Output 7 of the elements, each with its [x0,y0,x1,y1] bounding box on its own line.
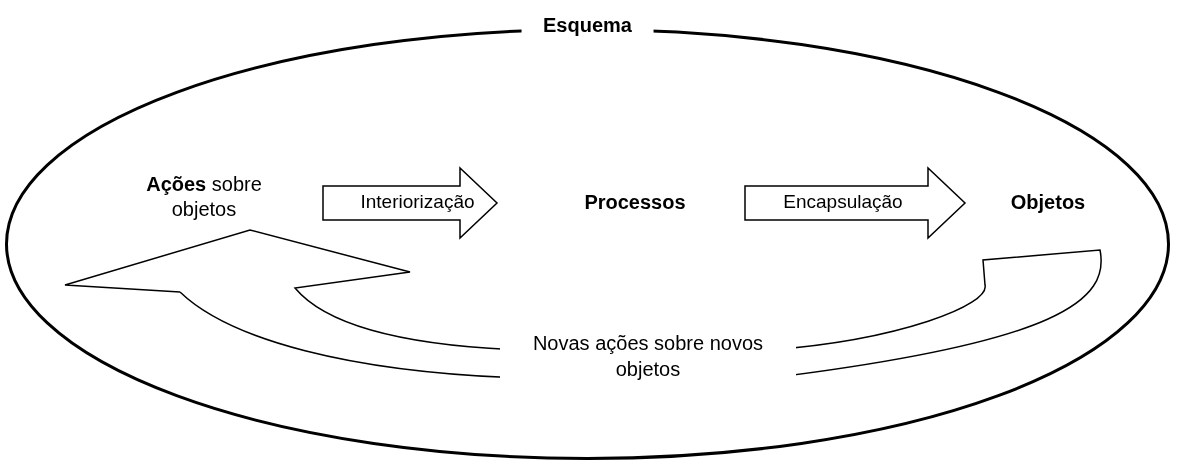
block-arrow [744,166,967,240]
concept-text: Processos [560,186,710,218]
concept-text: Ações sobre objetos [118,168,290,226]
edge-label: Interiorização [359,190,476,214]
edge-label: Encapsulação [782,190,904,214]
concept-text: Objetos [992,186,1104,218]
block-arrow [322,166,499,240]
